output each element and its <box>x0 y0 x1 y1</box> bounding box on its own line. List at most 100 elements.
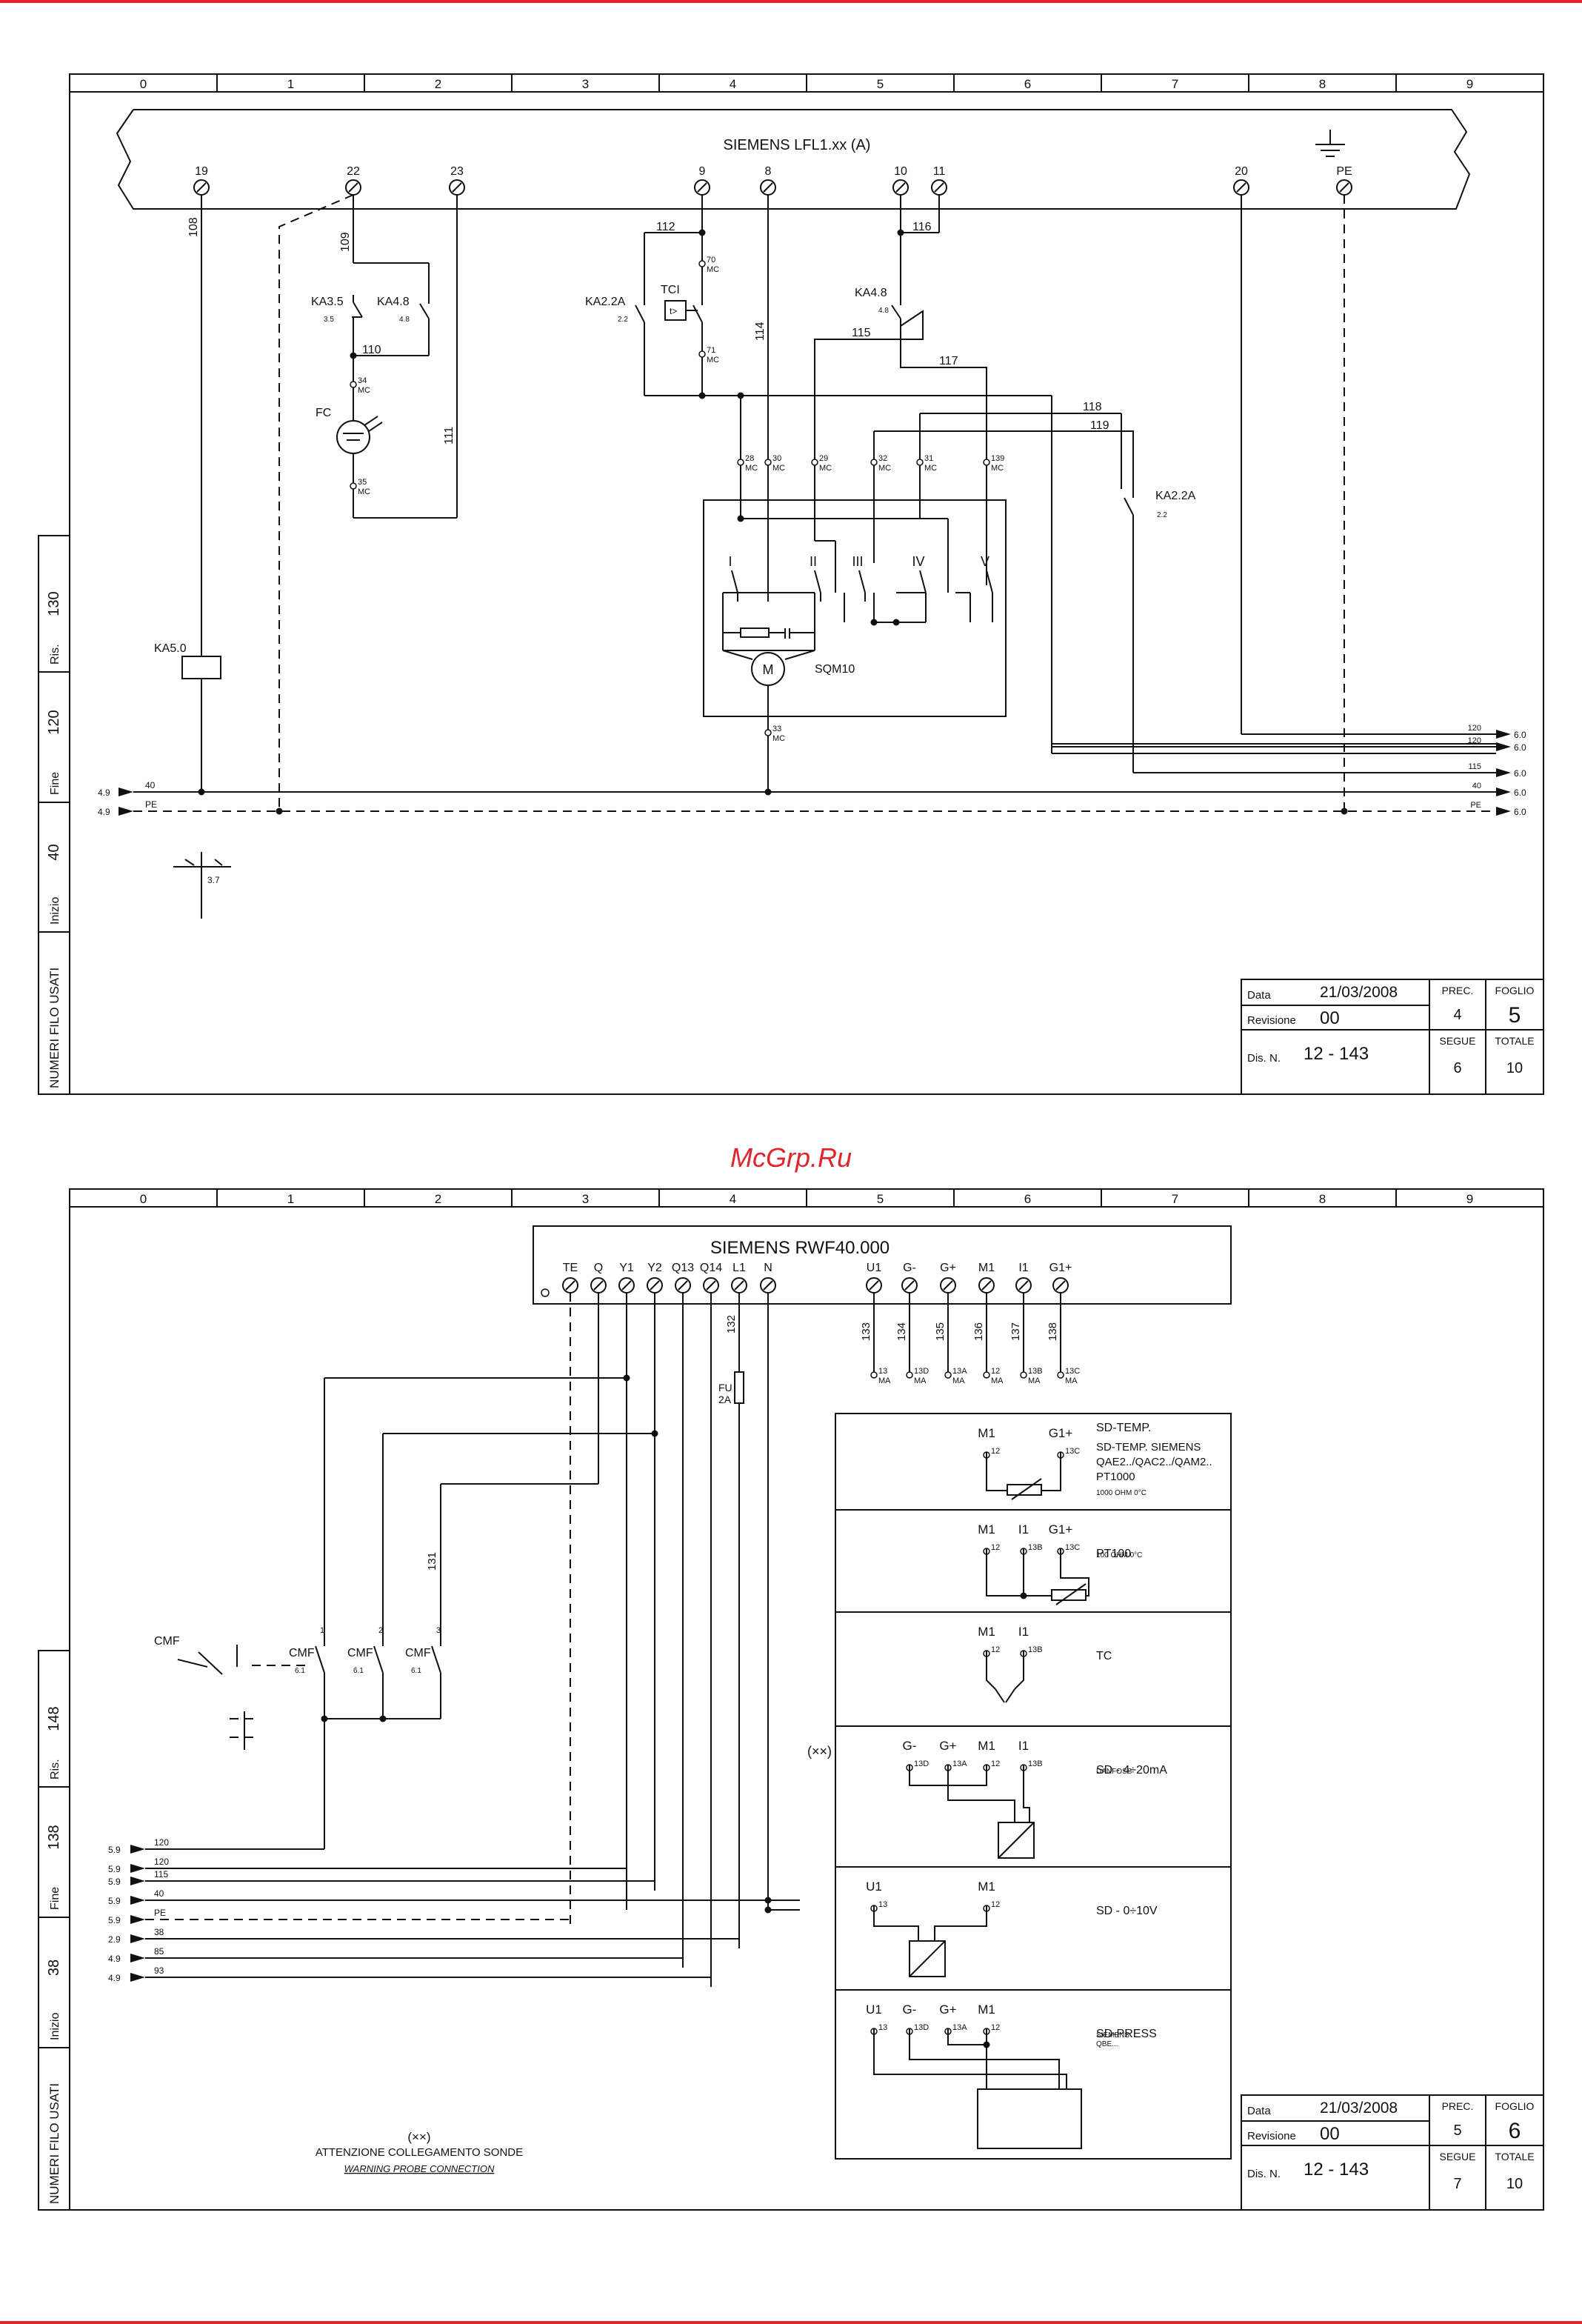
terminal-label: Q14 <box>700 1262 722 1274</box>
junction-dot <box>276 808 283 815</box>
probe-head-label: I1 <box>1018 1625 1029 1639</box>
left-ref: 4.9 <box>98 807 110 817</box>
junction-dot <box>764 788 772 796</box>
mc-terminal-sub: MA <box>878 1376 891 1385</box>
probe-small-note: 1000 OHM 0°C <box>1096 1489 1147 1497</box>
tci-label: TCI <box>661 284 680 296</box>
cam-contact-blade <box>814 570 821 593</box>
cmf-contact-blade <box>431 1645 441 1674</box>
probe-head-label: U1 <box>866 1879 882 1894</box>
transmitter-0-10-box <box>909 1940 946 1977</box>
arrow-right-icon <box>130 1877 145 1885</box>
title-totale-label: TOTALE <box>1495 2151 1534 2162</box>
pressure-probe-box <box>977 2088 1082 2149</box>
fc-label: FC <box>316 407 331 419</box>
probe-head-label: M1 <box>978 2002 995 2017</box>
fuse-wire-number: 132 <box>725 1315 738 1334</box>
cam-switch-label: III <box>852 554 863 569</box>
title-disn-label: Dis. N. <box>1247 1052 1281 1065</box>
junction-dot <box>983 2041 990 2048</box>
left-wire-number: 93 <box>154 1965 164 1976</box>
grid-column-number: 3 <box>582 77 589 91</box>
contact-blade <box>635 304 645 323</box>
side-ris-label: Ris. <box>49 644 61 665</box>
terminal-slash <box>452 182 462 193</box>
side-vertical-title: NUMERI FILO USATI <box>47 968 61 1088</box>
terminal-label: G+ <box>940 1262 956 1274</box>
wire <box>184 859 195 866</box>
grid-column-number: 4 <box>730 1192 736 1206</box>
mc-terminal-sub: MC <box>707 265 719 274</box>
ka35-label: KA3.5 <box>311 296 344 308</box>
terminal-slash <box>1339 182 1349 193</box>
terminal-label: 22 <box>347 165 360 178</box>
terminal-slash <box>196 182 207 193</box>
cam-contact-blade <box>731 570 738 593</box>
wire-117-label: 117 <box>939 355 958 367</box>
grid-column-number: 5 <box>877 1192 884 1206</box>
terminal-slash <box>869 1280 879 1291</box>
title-segue-label: SEGUE <box>1439 2151 1475 2162</box>
pe-dashed-wire <box>278 194 354 811</box>
left-ref: 5.9 <box>108 1896 121 1906</box>
mc-terminal-sub: MA <box>952 1376 965 1385</box>
mounting-hole-icon <box>541 1288 550 1297</box>
mc-terminal-icon <box>1057 1371 1064 1379</box>
wire-115 <box>814 310 924 459</box>
probe-head-label: G- <box>903 2002 917 2017</box>
wire <box>1023 1765 1030 1822</box>
left-wire-number: PE <box>154 1908 166 1918</box>
title-segue-value: 7 <box>1453 2176 1461 2192</box>
cmf-label: CMF <box>405 1647 431 1659</box>
mc-terminal-icon <box>811 459 818 466</box>
terminal-label: Y1 <box>619 1262 634 1274</box>
grid-column-number: 8 <box>1319 77 1326 91</box>
arrow-right-icon <box>130 1896 145 1905</box>
wire-110-label: 110 <box>362 344 381 356</box>
cam-contact-blade <box>858 570 866 593</box>
mc-terminal-number: 12 <box>991 1645 1000 1654</box>
note-mark: (××) <box>407 2130 430 2144</box>
arrow-right-icon <box>130 1915 145 1924</box>
mc-terminal-number: 13D <box>914 1759 929 1768</box>
brand-watermark: McGrp.Ru <box>730 1142 852 1173</box>
sqm10-label: SQM10 <box>815 663 855 676</box>
terminal-label: G- <box>903 1262 916 1274</box>
mc-terminal-number: 32 <box>878 454 887 463</box>
ka22a-ref-left: 2.2 <box>618 316 628 324</box>
left-ref: 5.9 <box>108 1877 121 1887</box>
side-fine-label: Fine <box>49 1887 61 1910</box>
title-segue-label: SEGUE <box>1439 1035 1475 1047</box>
arrow-right-icon <box>1496 788 1511 796</box>
grid-column-number: 7 <box>1172 77 1178 91</box>
wire-116-label: 116 <box>912 221 932 233</box>
probe-small-note-2: QBE... <box>1096 2040 1118 2048</box>
cmf-pole-number: 2 <box>378 1626 383 1635</box>
terminal-label: Y2 <box>647 1262 662 1274</box>
title-totale-label: TOTALE <box>1495 1035 1534 1047</box>
terminal-slash <box>565 1280 575 1291</box>
mc-terminal-number: 34 <box>358 376 367 385</box>
mc-terminal-number: 12 <box>991 2023 1000 2032</box>
wire-108-label: 108 <box>187 217 200 237</box>
grid-column-number: 4 <box>730 77 736 91</box>
title-foglio-label: FOGLIO <box>1495 2100 1535 2112</box>
mc-terminal-number: 13 <box>878 2023 887 2032</box>
mc-terminal-sub: MC <box>772 464 785 473</box>
mc-terminal-icon <box>350 381 357 388</box>
grid-column-number: 2 <box>435 1192 441 1206</box>
arrow-right-icon <box>1496 807 1511 816</box>
left-ref: 4.9 <box>108 1973 121 1983</box>
arrow-right-icon <box>130 1845 145 1854</box>
wire <box>214 859 223 866</box>
terminal-slash <box>734 1280 744 1291</box>
terminal-label: 8 <box>765 165 772 178</box>
wire <box>368 422 383 432</box>
junction-dot <box>892 619 900 626</box>
rwf40-title: SIEMENS RWF40.000 <box>710 1238 890 1258</box>
left-wire-number: 120 <box>154 1857 169 1867</box>
sqm10-actuator-box <box>703 499 1007 717</box>
wire <box>986 1651 996 1690</box>
mc-terminal-number: 139 <box>991 454 1004 463</box>
